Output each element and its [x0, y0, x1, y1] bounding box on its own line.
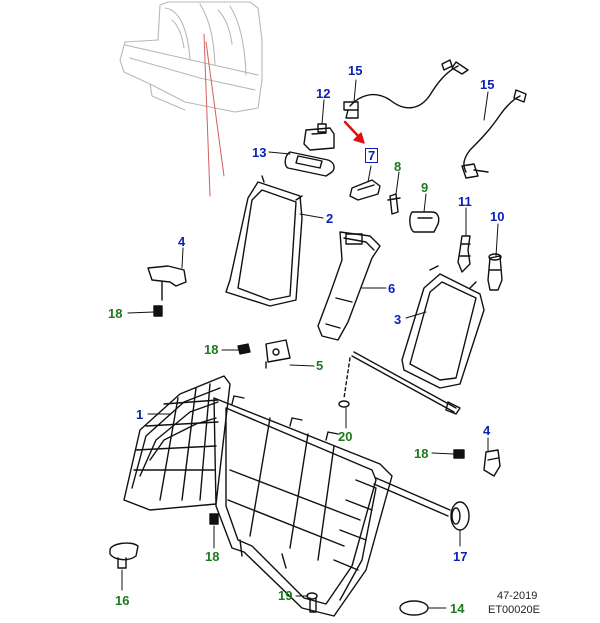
leader-lines — [121, 79, 499, 609]
callout-4: 4 — [178, 234, 186, 249]
callout-3: 3 — [394, 312, 402, 327]
pivot-bush-17 — [450, 501, 470, 531]
release-cable-right — [461, 89, 527, 179]
callout-5: 5 — [316, 358, 324, 373]
callout-19: 19 — [278, 588, 293, 603]
frame-3 — [401, 265, 485, 389]
seat-thumbnail — [119, 1, 263, 113]
callout-4: 4 — [483, 423, 491, 438]
callout-10: 10 — [490, 209, 505, 224]
bracket-4-left — [147, 265, 187, 301]
page-reference: 47-2019 — [497, 590, 538, 602]
fasteners-18 — [153, 305, 465, 525]
cover-7 — [349, 179, 381, 201]
callout-9: 9 — [421, 180, 429, 195]
callout-1: 1 — [136, 407, 144, 422]
knob-16 — [109, 542, 139, 569]
callout-8: 8 — [394, 159, 402, 174]
callout-13: 13 — [252, 145, 267, 160]
guide-10 — [487, 253, 503, 291]
callout-15: 15 — [348, 63, 363, 78]
callout-2: 2 — [326, 211, 334, 226]
section-line-right — [205, 41, 225, 177]
lock-frame-6 — [317, 231, 381, 341]
illustration-code: ET00020E — [488, 604, 540, 616]
callout-18: 18 — [414, 446, 429, 461]
callout-14: 14 — [450, 601, 465, 616]
callout-18: 18 — [108, 306, 123, 321]
callout-11: 11 — [458, 194, 472, 209]
bracket-12 — [303, 123, 335, 151]
highlight-arrow — [343, 120, 362, 140]
guide-11 — [457, 235, 471, 273]
highlight-arrowhead — [353, 132, 365, 144]
release-cable-upper — [343, 59, 469, 119]
frame-2 — [225, 175, 303, 307]
callout-6: 6 — [388, 281, 396, 296]
callout-12: 12 — [316, 86, 331, 101]
callout-7: 7 — [365, 148, 379, 163]
callout-15: 15 — [480, 77, 495, 92]
section-line-left — [203, 33, 211, 197]
callout-16: 16 — [115, 593, 130, 608]
callout-18: 18 — [205, 549, 220, 564]
escutcheon-9 — [409, 211, 440, 233]
seatback-frame-1 — [123, 375, 451, 617]
pivot-rod-20 — [338, 351, 461, 415]
bezel-13 — [284, 151, 335, 177]
callout-20: 20 — [338, 429, 353, 444]
ring-14 — [399, 600, 429, 616]
callout-18: 18 — [204, 342, 219, 357]
clip-8 — [387, 193, 401, 215]
bracket-4-right — [483, 449, 501, 477]
callout-17: 17 — [453, 549, 468, 564]
bracket-5 — [265, 339, 291, 369]
